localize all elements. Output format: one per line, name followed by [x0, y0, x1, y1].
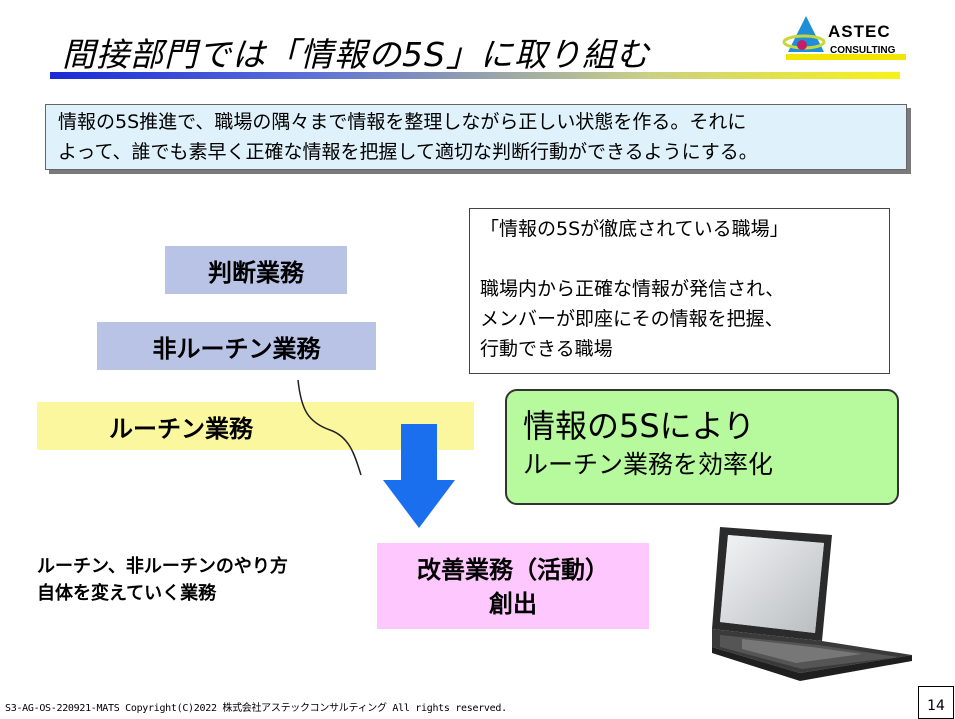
left-note-line-1: ルーチン、非ルーチンのやり方	[37, 556, 288, 577]
tier-routine: ルーチン業務	[37, 402, 474, 450]
summary-line-1: 情報の5S推進で、職場の隅々まで情報を整理しながら正しい状態を作る。それに	[58, 111, 747, 133]
left-note-line-2: 自体を変えていく業務	[37, 583, 217, 604]
astec-logo-icon	[782, 16, 906, 60]
title-underline-bar	[50, 72, 900, 79]
summary-line-2: よって、誰でも素早く正確な情報を把握して適切な判断行動ができるようにする。	[58, 141, 758, 163]
kaizen-box: 改善業務（活動） 創出	[377, 543, 649, 629]
definition-line-2: メンバーが即座にその情報を把握、	[480, 308, 784, 330]
efficiency-callout-line-2: ルーチン業務を効率化	[523, 450, 774, 479]
tier-judgment: 判断業務	[165, 246, 347, 294]
left-note: ルーチン、非ルーチンのやり方 自体を変えていく業務	[37, 553, 288, 607]
definition-line-1: 職場内から正確な情報が発信され、	[480, 278, 785, 300]
definition-line-3: 行動できる職場	[480, 338, 613, 360]
boundary-curve-line	[297, 379, 362, 476]
summary-box: 情報の5S推進で、職場の隅々まで情報を整理しながら正しい状態を作る。それに よっ…	[45, 104, 907, 170]
laptop-icon	[712, 527, 912, 681]
down-arrow-icon	[383, 424, 455, 528]
logo-subtitle: CONSULTING	[830, 45, 896, 56]
efficiency-callout-line-1: 情報の5Sにより	[523, 407, 756, 445]
logo-name: ASTEC	[828, 22, 891, 41]
footer-copyright: S3-AG-OS-220921-MATS Copyright(C)2022 株式…	[5, 703, 507, 714]
tier-non-routine: 非ルーチン業務	[97, 322, 376, 370]
definition-spacer	[480, 244, 889, 274]
kaizen-line-2: 創出	[489, 590, 537, 618]
kaizen-line-1: 改善業務（活動）	[417, 556, 609, 584]
definition-box: 「情報の5Sが徹底されている職場」 職場内から正確な情報が発信され、 メンバーが…	[469, 208, 890, 374]
definition-heading: 「情報の5Sが徹底されている職場」	[480, 218, 789, 240]
efficiency-callout: 情報の5Sにより ルーチン業務を効率化	[505, 389, 899, 505]
page-title: 間接部門では「情報の5S」に取り組む	[62, 35, 650, 74]
page-number: 14	[927, 698, 945, 714]
